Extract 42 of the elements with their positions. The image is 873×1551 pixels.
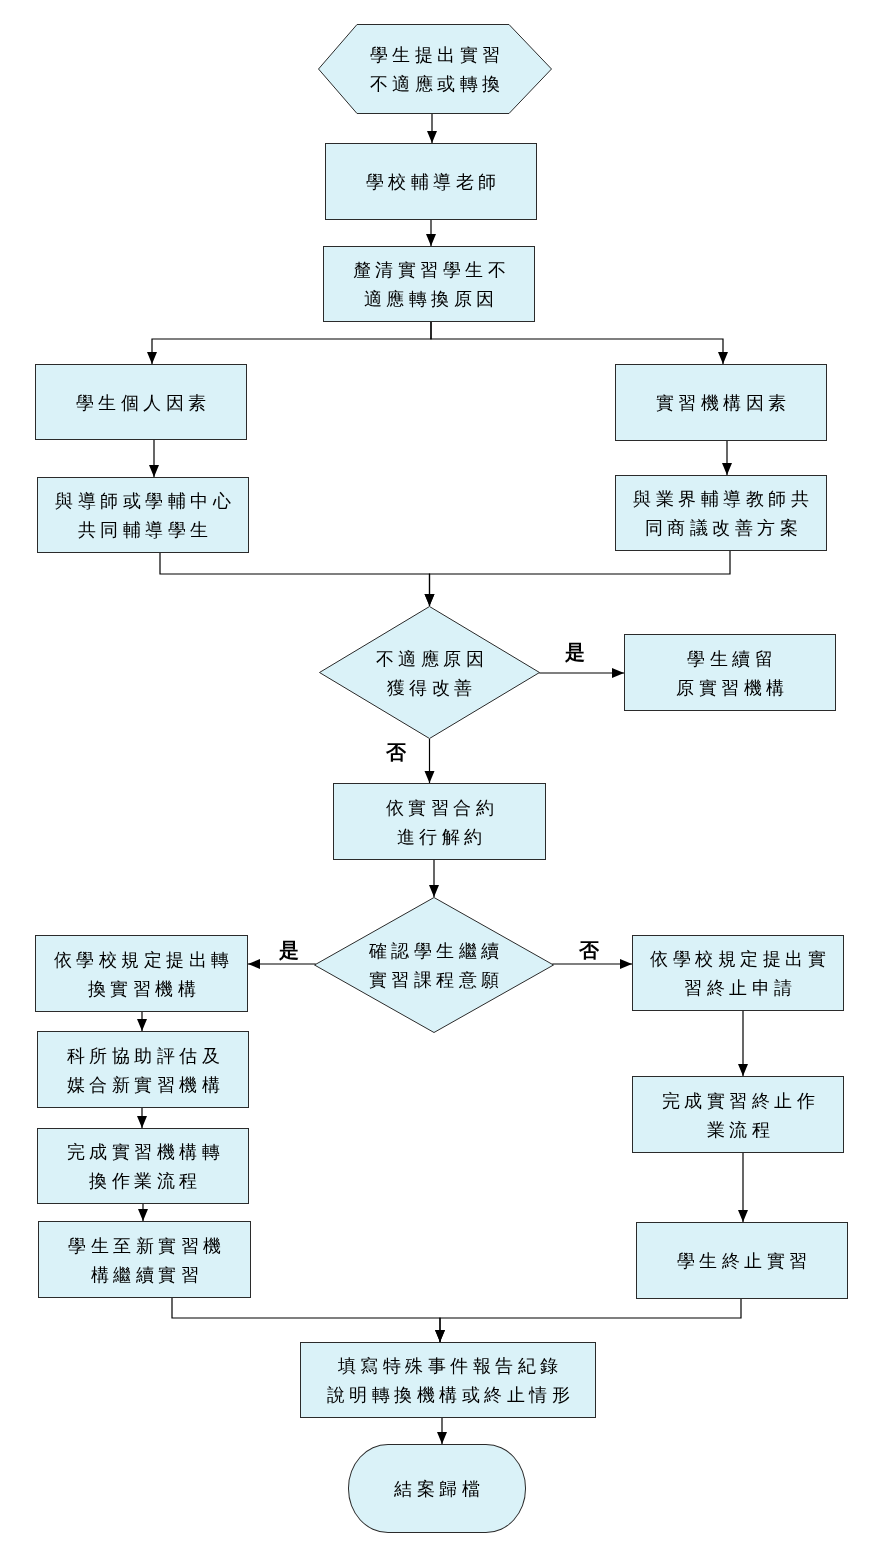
process-box: 學生終止實習: [636, 1222, 848, 1299]
arrow: [430, 321, 728, 365]
arrow: [738, 1152, 748, 1223]
process-box: 釐清實習學生不適應轉換原因: [323, 246, 535, 322]
end-terminal: 結案歸檔: [348, 1444, 526, 1533]
process-box: 完成實習終止作業流程: [632, 1076, 844, 1153]
arrow: [247, 959, 317, 969]
arrow: [424, 550, 731, 607]
decision-diamond: 確認學生繼續實習課程意願: [314, 897, 554, 1033]
arrow: [429, 859, 439, 898]
arrow: [137, 1011, 147, 1032]
arrow: [137, 1107, 147, 1129]
arrow: [149, 439, 159, 478]
edge-label: 否: [579, 938, 599, 962]
arrow: [435, 1298, 742, 1343]
process-box: 學生續留原實習機構: [624, 634, 836, 711]
edge-label: 是: [279, 938, 299, 962]
process-box: 科所協助評估及媒合新實習機構: [37, 1031, 249, 1108]
process-box: 依學校規定提出轉換實習機構: [35, 935, 248, 1012]
arrow: [738, 1010, 748, 1077]
process-box: 學生個人因素: [35, 364, 247, 440]
decision-diamond: 不適應原因獲得改善: [319, 606, 540, 739]
arrow: [427, 113, 437, 144]
arrow: [426, 219, 436, 247]
process-box: 學校輔導老師: [325, 143, 537, 220]
arrow: [424, 738, 435, 784]
process-box: 實習機構因素: [615, 364, 827, 441]
process-box: 依學校規定提出實習終止申請: [632, 935, 844, 1011]
arrow: [138, 1203, 148, 1222]
process-box: 學生至新實習機構繼續實習: [38, 1221, 251, 1298]
arrow: [551, 959, 633, 969]
process-box: 完成實習機構轉換作業流程: [37, 1128, 249, 1204]
process-box: 填寫特殊事件報告紀錄說明轉換機構或終止情形: [300, 1342, 596, 1418]
process-box: 與導師或學輔中心共同輔導學生: [37, 477, 249, 553]
arrow: [722, 440, 732, 476]
process-box: 依實習合約進行解約: [333, 783, 546, 860]
process-box: 與業界輔導教師共同商議改善方案: [615, 475, 827, 551]
arrow: [437, 1417, 447, 1445]
arrow: [538, 668, 625, 678]
start-hexagon: 學生提出實習不適應或轉換: [318, 24, 552, 114]
edge-label: 是: [565, 640, 585, 664]
edge-label: 否: [386, 740, 406, 764]
